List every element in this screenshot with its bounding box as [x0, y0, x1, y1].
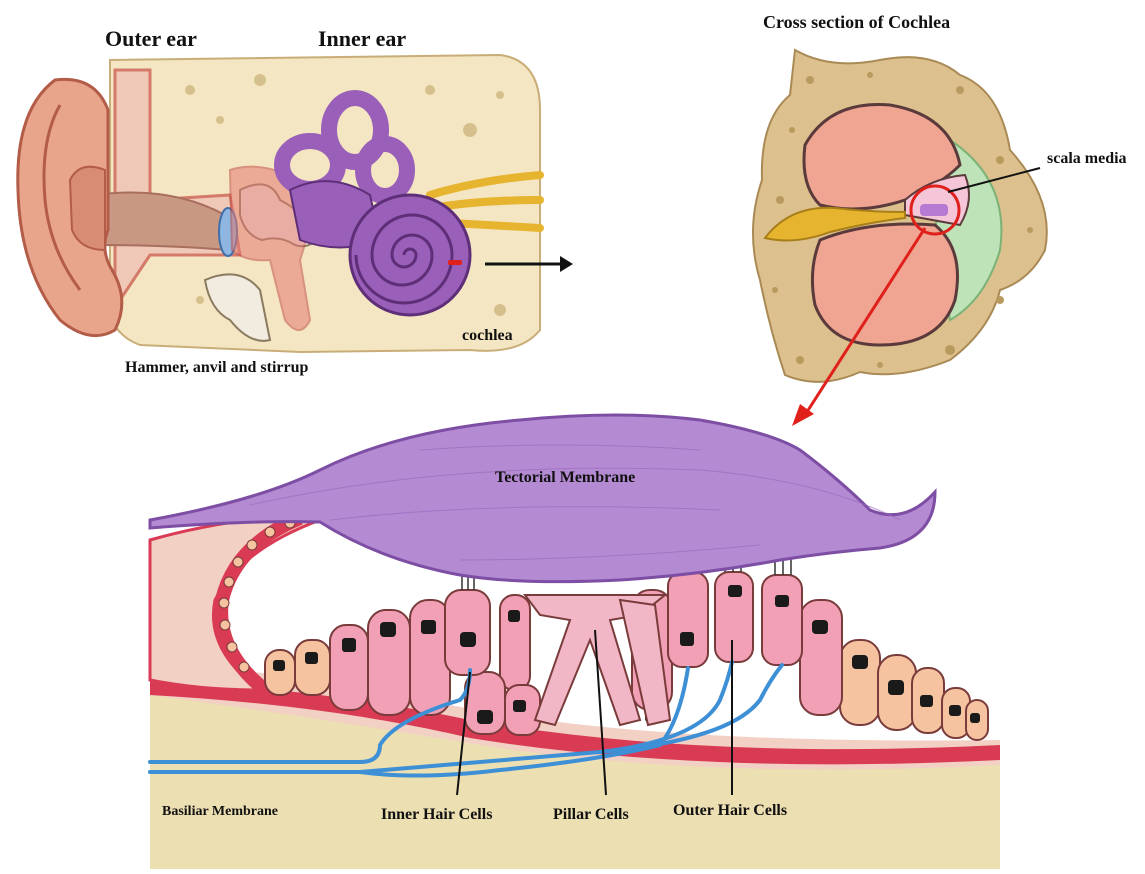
organ-of-corti-mini [920, 204, 948, 216]
label-inner-ear: Inner ear [318, 26, 406, 51]
pinna [18, 79, 122, 335]
label-outer-ear: Outer ear [105, 26, 197, 51]
concha [70, 167, 105, 250]
cochlea-section-marker [448, 260, 462, 265]
label-scala-media: scala media [1047, 150, 1127, 167]
label-outer-hair-cells: Outer Hair Cells [673, 802, 787, 819]
label-cross-section-title: Cross section of Cochlea [763, 12, 950, 32]
ear-overview-panel: Outer ear Inner ear cochlea Hammer, anvi… [18, 26, 573, 376]
label-inner-hair-cells: Inner Hair Cells [381, 806, 492, 823]
tectorial-membrane [150, 415, 935, 582]
label-pillar-cells: Pillar Cells [553, 806, 629, 823]
inner-hair-cell-nucleus [460, 632, 476, 647]
label-basilar-membrane: Basiliar Membrane [162, 804, 278, 819]
scala-tympani [812, 224, 957, 345]
label-ossicles: Hammer, anvil and stirrup [125, 359, 309, 376]
cochlea-cross-section-panel: Cross section of Cochlea scala media [753, 12, 1127, 426]
arrow-head [560, 256, 573, 272]
label-cochlea: cochlea [462, 327, 513, 344]
label-tectorial-membrane: Tectorial Membrane [495, 469, 635, 486]
organ-of-corti-panel: Tectorial Membrane Basiliar Membrane Inn… [150, 415, 1000, 869]
